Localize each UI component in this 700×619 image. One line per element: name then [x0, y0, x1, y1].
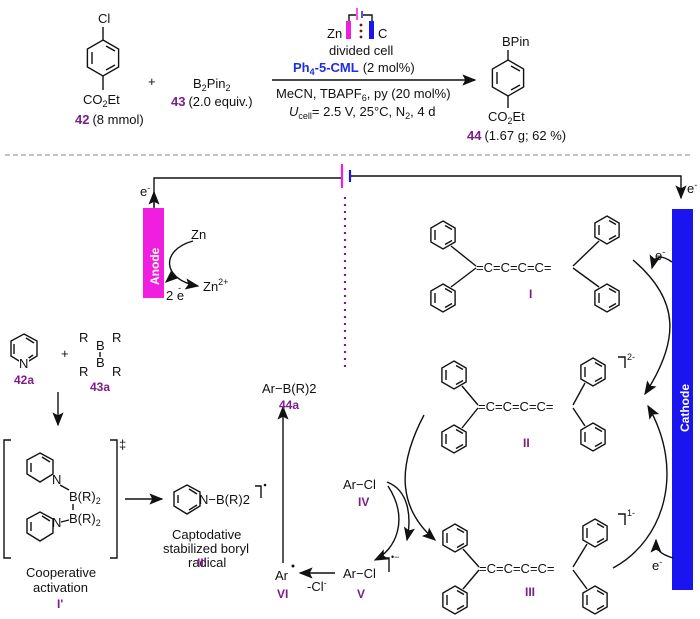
- svg-text:R: R: [112, 364, 121, 379]
- svg-text:VI: VI: [277, 587, 288, 601]
- zn2-label: Zn2+: [203, 277, 228, 294]
- reactant-42: Cl CO2Et 42(8 mmol): [75, 11, 144, 127]
- catalyst-text: Ph4-5-CML(2 mol%): [293, 60, 415, 77]
- svg-text:V: V: [357, 587, 365, 601]
- svg-text:B(R)2: B(R)2: [69, 489, 101, 506]
- plus-sign: +: [148, 74, 156, 89]
- anode-electron-label: e-: [140, 183, 150, 199]
- carbon-electrode-label: C: [378, 26, 387, 41]
- zn-label: Zn: [191, 227, 206, 242]
- two-electron-label: 2 e-: [166, 283, 184, 303]
- cumulene-III-label: III: [525, 585, 535, 599]
- svg-text:43a: 43a: [90, 380, 110, 394]
- cumulene-I-chain: =C=C=C=C=: [476, 260, 552, 275]
- chloride-loss-label: -Cl-: [307, 578, 327, 594]
- cumulene-III-chain: =C=C=C=C=: [479, 561, 555, 576]
- svg-text:44a: 44a: [279, 398, 299, 412]
- ester-substituent: CO2Et: [83, 92, 120, 109]
- pyridine-42a: N 42a: [10, 333, 38, 387]
- diboron-43a: R R B B R R 43a: [79, 330, 121, 394]
- svg-text:R: R: [79, 330, 88, 345]
- product-44-caption: 44(1.67 g; 62 %): [467, 128, 566, 143]
- svg-text:IV: IV: [358, 495, 369, 509]
- zn-oxidation-arrow: [168, 240, 200, 290]
- cumulene-II-chain: =C=C=C=C=: [478, 399, 554, 414]
- cumulene-I-label: I: [529, 287, 532, 301]
- svg-text:Ar: Ar: [275, 568, 289, 583]
- divided-cell-icon: Zn C: [327, 8, 387, 41]
- svg-text:•−: •−: [391, 552, 399, 562]
- svg-text:42a: 42a: [14, 373, 34, 387]
- svg-text:Captodative: Captodative: [172, 527, 241, 542]
- cumulene-III: =C=C=C=C= III 1-: [442, 508, 635, 615]
- svg-text:N−B(R)2: N−B(R)2: [199, 492, 250, 507]
- svg-text:B(R)2: B(R)2: [69, 511, 101, 528]
- svg-text:B: B: [96, 355, 105, 370]
- svg-text:R: R: [112, 330, 121, 345]
- svg-text:II': II': [197, 556, 207, 570]
- cathode-reduction-arrow-1: [632, 259, 671, 396]
- svg-text:stabilized boryl: stabilized boryl: [163, 541, 249, 556]
- cumulene-III-charge: 1-: [627, 508, 635, 518]
- cathode-electrode: [672, 209, 693, 590]
- svg-text:N: N: [52, 472, 61, 487]
- cumulene-II-charge: 2-: [627, 352, 635, 362]
- svg-text:Ar−Cl: Ar−Cl: [343, 477, 376, 492]
- electron-transfer-arrow: [404, 414, 437, 541]
- svg-text:Ar−B(R)2: Ar−B(R)2: [262, 381, 317, 396]
- reactant-43: B2Pin2 43(2.0 equiv.): [171, 76, 253, 109]
- cumulene-II: =C=C=C=C= II 2-: [441, 352, 635, 454]
- svg-text:B: B: [96, 338, 105, 353]
- svg-text:Ar−Cl: Ar−Cl: [343, 566, 376, 581]
- aryl-chloride-reduction-arrow: [386, 481, 415, 542]
- anode-label: Anode: [148, 247, 162, 285]
- chloro-substituent: Cl: [98, 11, 110, 26]
- svg-text:N: N: [19, 356, 28, 371]
- product-44a: Ar−B(R)2 44a: [262, 381, 317, 412]
- conditions-line-2: Ucell= 2.5 V, 25°C, N2, 4 d: [289, 104, 435, 121]
- cathode-label: Cathode: [678, 384, 692, 432]
- aryl-radical-VI: Ar VI: [275, 564, 295, 601]
- svg-text:N: N: [52, 515, 61, 530]
- mechanism-plus-sign: +: [61, 346, 69, 361]
- svg-text:radical: radical: [188, 555, 226, 570]
- conditions-line-1: MeCN, TBAPF6, py (20 mol%): [276, 86, 451, 103]
- external-circuit: e- e-: [140, 164, 697, 210]
- cooperative-complex-I-prime: ‡ N B(R)2 N B(R)2 Cooperative activation…: [3, 437, 126, 611]
- cumulene-II-label: II: [523, 436, 530, 450]
- boryl-radical-II-prime: N−B(R)2 Captodative stabilized boryl rad…: [163, 483, 267, 570]
- svg-text:‡: ‡: [119, 437, 126, 452]
- aryl-chloride-IV: Ar−Cl IV: [343, 477, 376, 509]
- svg-text:activation: activation: [33, 580, 88, 595]
- product-44: BPin CO2Et 44(1.67 g; 62 %): [467, 34, 566, 143]
- divided-cell-caption: divided cell: [329, 43, 393, 58]
- bpin-substituent: BPin: [502, 34, 529, 49]
- svg-text:e-: e-: [652, 557, 662, 573]
- anode-electrode: [143, 208, 164, 298]
- cathode-electron-label: e-: [687, 180, 697, 196]
- svg-text:I': I': [57, 597, 63, 611]
- radical-anion-V: Ar−Cl •− V: [343, 552, 399, 601]
- svg-text:e-: e-: [655, 247, 665, 263]
- svg-text:R: R: [79, 364, 88, 379]
- b2pin2-formula: B2Pin2: [193, 76, 231, 93]
- zn-electrode-label: Zn: [327, 26, 342, 41]
- cumulene-I: =C=C=C=C= I: [430, 215, 620, 313]
- svg-text:Cooperative: Cooperative: [26, 565, 96, 580]
- cathode-reduction-arrow-2: [612, 404, 668, 569]
- reactant-42-caption: 42(8 mmol): [75, 112, 144, 127]
- reactant-43-caption: 43(2.0 equiv.): [171, 94, 253, 109]
- product-ester-substituent: CO2Et: [488, 109, 525, 126]
